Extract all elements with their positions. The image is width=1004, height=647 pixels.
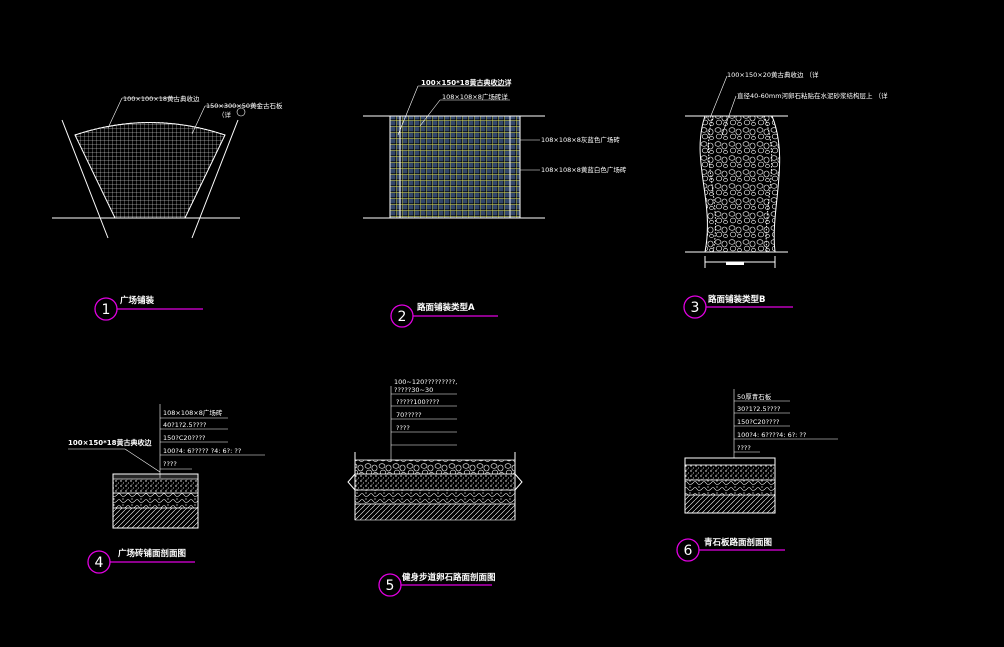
detail-6-note-2: 30?1?2.5???? bbox=[737, 405, 780, 413]
detail-5-note-5: ???? bbox=[396, 424, 410, 432]
detail-2-tile-paving bbox=[363, 85, 545, 219]
detail-2-note-4: 108×108×8黄蓝白色广场砖 bbox=[541, 165, 627, 174]
detail-5-note-3: ?????100???? bbox=[396, 398, 439, 406]
detail-1-note-1: 100×100×18黄古典收边 bbox=[123, 94, 200, 103]
detail-2-note-2: 108×108×8广场砖详 bbox=[442, 92, 508, 101]
detail-6-note-4: 100?4: 6????4: 6?: ?? bbox=[737, 431, 806, 439]
detail-1-note-3: （详 bbox=[218, 110, 232, 119]
detail-6-note-1: 50厚青石板 bbox=[737, 392, 772, 401]
detail-5-note-1: 100~120?????????, bbox=[394, 378, 457, 386]
label-4-title: 广场砖铺面剖面图 bbox=[118, 548, 186, 559]
detail-2-note-3: 108×108×8灰蓝色广场砖 bbox=[541, 135, 620, 144]
label-6: 6 青石板路面剖面图 bbox=[676, 537, 785, 562]
detail-4-note-4: 150?C20???? bbox=[163, 434, 205, 442]
label-5-title: 健身步道卵石路面剖面图 bbox=[402, 572, 496, 583]
label-6-title: 青石板路面剖面图 bbox=[704, 537, 772, 548]
detail-4-note-1: 100×150*18黄古典收边 bbox=[68, 438, 152, 447]
label-3-title: 路面铺装类型B bbox=[708, 294, 765, 305]
label-4-num: 4 bbox=[95, 555, 104, 571]
label-5: 5 健身步道卵石路面剖面图 bbox=[378, 572, 496, 597]
detail-4-note-5: 100?4: 6????? ?4: 6?: ?? bbox=[163, 447, 241, 455]
label-3-num: 3 bbox=[691, 300, 700, 316]
label-6-num: 6 bbox=[684, 543, 693, 559]
label-2-num: 2 bbox=[398, 309, 407, 325]
label-2-title: 路面铺装类型A bbox=[417, 302, 475, 313]
detail-3-note-1: 100×150×20黄古典收边 （详 bbox=[727, 70, 819, 79]
detail-4-section bbox=[68, 404, 265, 529]
detail-6-note-5: ???? bbox=[737, 444, 751, 452]
label-4: 4 广场砖铺面剖面图 bbox=[87, 548, 195, 574]
detail-4-note-2: 108×108×8广场砖 bbox=[163, 408, 223, 417]
detail-3-pebble-paving bbox=[685, 75, 788, 268]
detail-6-note-3: 150?C20???? bbox=[737, 418, 779, 426]
detail-4-note-6: ???? bbox=[163, 460, 177, 468]
detail-2-note-1: 100×150*18黄古典收边详 bbox=[421, 78, 512, 87]
detail-1-fan-paving bbox=[52, 97, 260, 239]
detail-4-note-3: 40?1?2.5???? bbox=[163, 421, 206, 429]
label-1: 1 广场铺装 bbox=[94, 295, 203, 321]
label-5-num: 5 bbox=[386, 578, 395, 594]
label-1-num: 1 bbox=[102, 302, 111, 318]
detail-1-callout-mark bbox=[236, 107, 246, 117]
label-1-title: 广场铺装 bbox=[120, 295, 155, 306]
detail-5-section bbox=[347, 386, 523, 521]
label-2: 2 路面铺装类型A bbox=[390, 302, 498, 328]
detail-3-note-2: 直径40-60mm河卵石粘贴在水泥砂浆结构层上 （详 bbox=[737, 91, 888, 100]
detail-5-note-2: ?????30~30 bbox=[394, 386, 433, 394]
detail-1-note-2: 150×300×50黄金古石板 bbox=[206, 101, 283, 110]
label-3: 3 路面铺装类型B bbox=[683, 294, 793, 319]
detail-5-note-4: 70????? bbox=[396, 411, 422, 419]
detail-6-section bbox=[684, 389, 838, 514]
